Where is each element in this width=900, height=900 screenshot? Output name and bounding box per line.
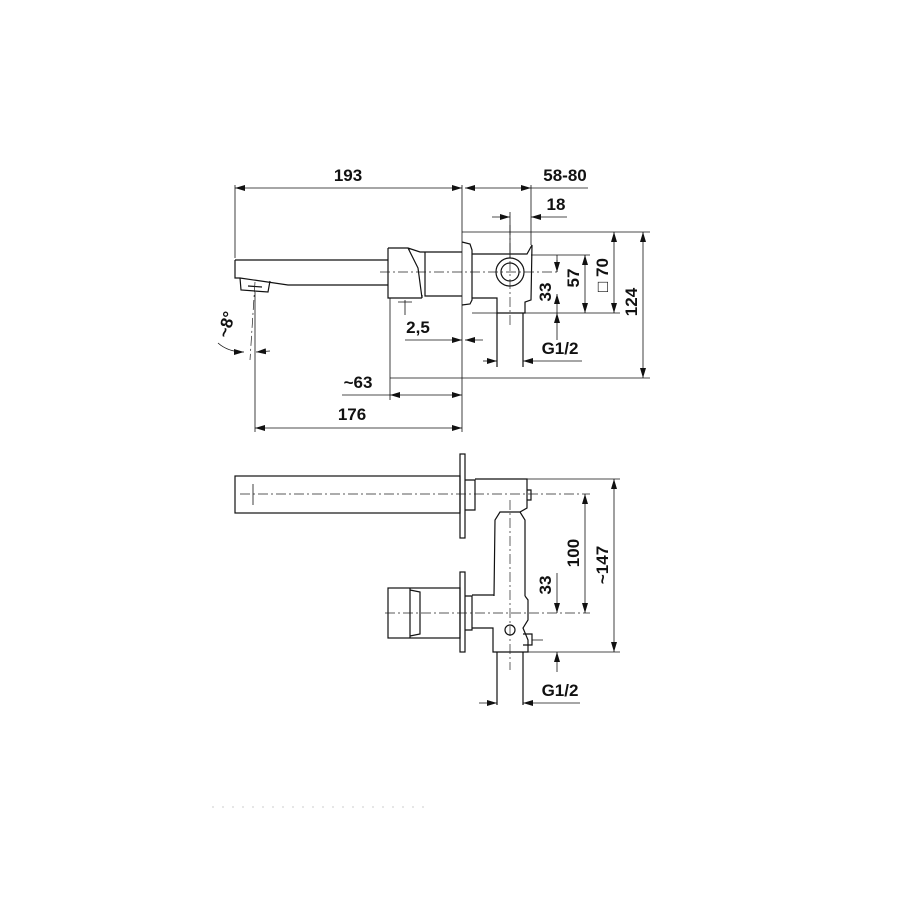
dim-g12-label: G1/2 [542, 339, 579, 358]
dim-58-80-label: 58-80 [543, 166, 586, 185]
dim-70-label: □ 70 [593, 258, 612, 292]
dim-63-label: ~63 [344, 373, 373, 392]
dim-33-label: 33 [536, 576, 555, 595]
concealed-box [472, 244, 533, 314]
top-view: 100 ~147 33 G1/2 [234, 453, 620, 706]
dim-100-label: 100 [564, 539, 583, 567]
upper-body [465, 478, 532, 597]
upper-flange [459, 453, 466, 539]
dim-g12-label: G1/2 [542, 681, 579, 700]
lower-body [465, 594, 529, 653]
dim-193-label: 193 [334, 166, 362, 185]
lower-flange [459, 571, 466, 653]
dim-176-label: 176 [338, 405, 366, 424]
angle-8-label: ~8° [214, 309, 239, 339]
dim-18-label: 18 [547, 195, 566, 214]
spout-plan [234, 475, 461, 514]
extension-lines [527, 478, 620, 653]
inlet-pipe [496, 652, 524, 705]
spout-outline [234, 259, 388, 286]
dim-147-label: ~147 [593, 546, 612, 584]
mixer-body [387, 247, 462, 299]
side-view: 193 58-80 18 33 57 □ 70 124 2,5 G1/2 [214, 166, 650, 432]
dim-57-label: 57 [564, 269, 583, 288]
handle-marker [398, 300, 412, 315]
centerline [249, 225, 560, 361]
wall-flange [461, 241, 473, 306]
dim-124-label: 124 [622, 287, 641, 316]
dim-2-5-label: 2,5 [406, 318, 430, 337]
centerline [240, 493, 590, 670]
dim-33-label: 33 [536, 283, 555, 302]
side-nipple [523, 633, 533, 646]
